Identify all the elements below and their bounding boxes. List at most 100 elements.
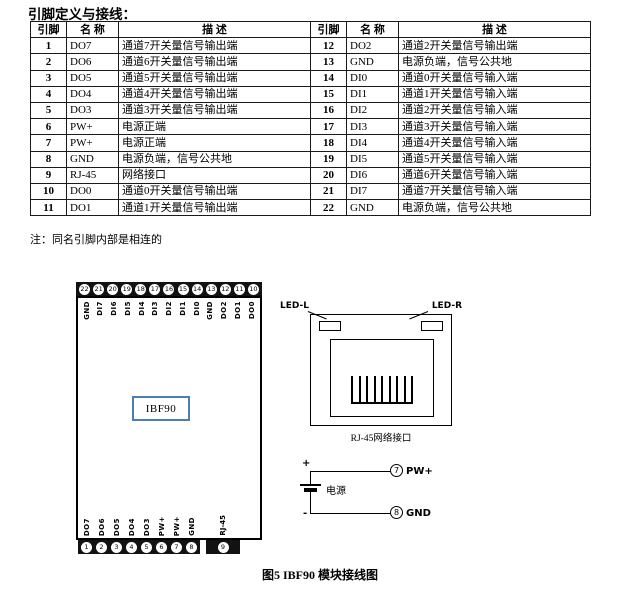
terminal-pin-number: 22: [79, 283, 90, 295]
pin-name: RJ-45: [66, 166, 119, 184]
terminal-pin-number: 16: [163, 283, 175, 295]
pin-name: DI4: [346, 134, 399, 152]
rj45-housing: [310, 314, 452, 426]
top-terminal-strip: 22 21 20 19 18 17 16 15 14 13 12 11 10: [76, 282, 262, 296]
pin-name: DO3: [66, 101, 119, 120]
wire-negative: [310, 513, 396, 515]
pin-label-slot: DI7: [95, 301, 106, 346]
table-row: 8 GND 电源负端，信号公共地 19 DI5 通道5开关量信号输入端: [30, 150, 591, 168]
pin-desc: 电源正端: [118, 134, 311, 152]
pin-label: DO7: [82, 517, 91, 536]
bottom-pin-labels: DO7 DO6 DO5 DO4 DO3 PW+ PW+ GND: [78, 490, 200, 536]
pin-name: DI2: [346, 101, 399, 120]
pin-number: 10: [30, 182, 67, 201]
pin-desc: 通道1开关量信号输出端: [118, 199, 311, 217]
led-left-rect: [319, 321, 341, 331]
pin-desc: 通道2开关量信号输出端: [398, 37, 591, 55]
pin-label-slot: DO0: [246, 301, 257, 346]
pin-desc: 电源正端: [118, 118, 311, 136]
pin-number: 1: [30, 37, 67, 55]
terminal-pin-number: 2: [96, 541, 107, 553]
led-right-label: LED-R: [431, 301, 462, 311]
pin-number: 11: [30, 199, 67, 217]
led-left-label: LED-L: [280, 301, 309, 311]
terminal-pin-number: 17: [149, 283, 161, 295]
terminal-pin-number: 14: [191, 283, 203, 295]
pin-label-slot: GND: [186, 490, 197, 536]
pin-name: DI6: [346, 166, 399, 184]
pin-desc: 电源负端，信号公共地: [118, 150, 311, 168]
pin-number: 14: [310, 69, 347, 87]
pin-number: 7: [30, 134, 67, 152]
figure-caption: 图5 IBF90 模块接线图: [261, 568, 378, 582]
pin-label-slot: DO5: [111, 490, 122, 536]
table-row: 9 RJ-45 网络接口 20 DI6 通道6开关量信号输入端: [30, 166, 591, 184]
pin-name: DO6: [66, 53, 119, 71]
battery-plate-positive: [300, 484, 321, 486]
pin-name: GND: [346, 53, 399, 71]
pin-name: DI1: [346, 85, 399, 103]
terminal-pin-number: 21: [93, 283, 105, 295]
terminal-pin-number: 7: [171, 541, 182, 553]
battery-lead-bottom: [310, 492, 312, 514]
battery-plate-negative: [304, 488, 317, 492]
pin-desc: 通道2开关量信号输入端: [398, 101, 591, 120]
pin-desc: 电源负端，信号公共地: [398, 53, 591, 71]
pin-number: 3: [30, 69, 67, 87]
header-desc-left: 描 述: [118, 20, 311, 39]
pin-label-slot: DI6: [109, 301, 120, 346]
pin-number: 8: [30, 150, 67, 168]
pin-number: 4: [30, 85, 67, 103]
bottom-terminal-strips: 1 2 3 4 5 6 7 8 9: [76, 540, 262, 554]
header-name-left: 名 称: [66, 20, 119, 39]
pin-label-slot: DO1: [232, 301, 243, 346]
pin-name: DI3: [346, 118, 399, 136]
table-note: 注：同名引脚内部是相连的: [30, 234, 162, 246]
pin-label-slot: DO7: [81, 490, 92, 536]
pin-label-slot: DO4: [126, 490, 137, 536]
pin-desc: 网络接口: [118, 166, 311, 184]
pin-name: DO7: [66, 37, 119, 55]
pin-label-slot: PW+: [171, 490, 182, 536]
pin-label-slot: DI2: [164, 301, 175, 346]
pin-label: DI4: [137, 301, 146, 316]
table-row: 11 DO1 通道1开关量信号输出端 22 GND 电源负端，信号公共地: [30, 199, 591, 217]
terminal-pin-number: 12: [219, 283, 231, 295]
pin-name: DI0: [346, 69, 399, 87]
pin-label: GND: [187, 517, 196, 536]
pin-desc: 通道6开关量信号输出端: [118, 53, 311, 71]
pin-label: DI0: [192, 301, 201, 316]
pin-label: DO5: [112, 517, 121, 536]
pin-number: 16: [310, 101, 347, 120]
pin-desc: 通道1开关量信号输入端: [398, 85, 591, 103]
pin-name: DO4: [66, 85, 119, 103]
pin-number: 18: [310, 134, 347, 152]
pin8-label: GND: [406, 508, 431, 519]
terminal-pin-number: 3: [111, 541, 122, 553]
pin-label: DI2: [165, 301, 173, 316]
pin-number: 6: [30, 118, 67, 136]
pin-desc: 通道0开关量信号输出端: [118, 182, 311, 201]
power-diagram: + - 电源 7 PW+ 8 GND: [296, 458, 476, 530]
pin-number: 13: [310, 53, 347, 71]
pin-desc: 通道4开关量信号输出端: [118, 85, 311, 103]
pin-name: GND: [66, 150, 119, 168]
pin-name: PW+: [66, 118, 119, 136]
pin7-label: PW+: [406, 466, 433, 477]
terminal-pin-number: 19: [121, 283, 133, 295]
table-row: 10 DO0 通道0开关量信号输出端 21 DI7 通道7开关量信号输入端: [30, 182, 591, 201]
pin-desc: 通道3开关量信号输出端: [118, 101, 311, 120]
pin-label: DI5: [123, 301, 132, 316]
pin-desc: 通道4开关量信号输入端: [398, 134, 591, 152]
pin-label-slot: DI5: [122, 301, 133, 346]
terminal-pin-number: 18: [135, 283, 147, 295]
pin-name: DO2: [346, 37, 399, 55]
terminal-pin-number: 10: [247, 283, 259, 295]
terminal-pin-number: 11: [233, 283, 245, 295]
table-row: 6 PW+ 电源正端 17 DI3 通道3开关量信号输入端: [30, 118, 591, 136]
terminal-pin-number: 9: [217, 541, 229, 553]
battery-lead-top: [310, 471, 312, 484]
pin-label: DI6: [110, 301, 118, 316]
pin-number: 15: [310, 85, 347, 103]
